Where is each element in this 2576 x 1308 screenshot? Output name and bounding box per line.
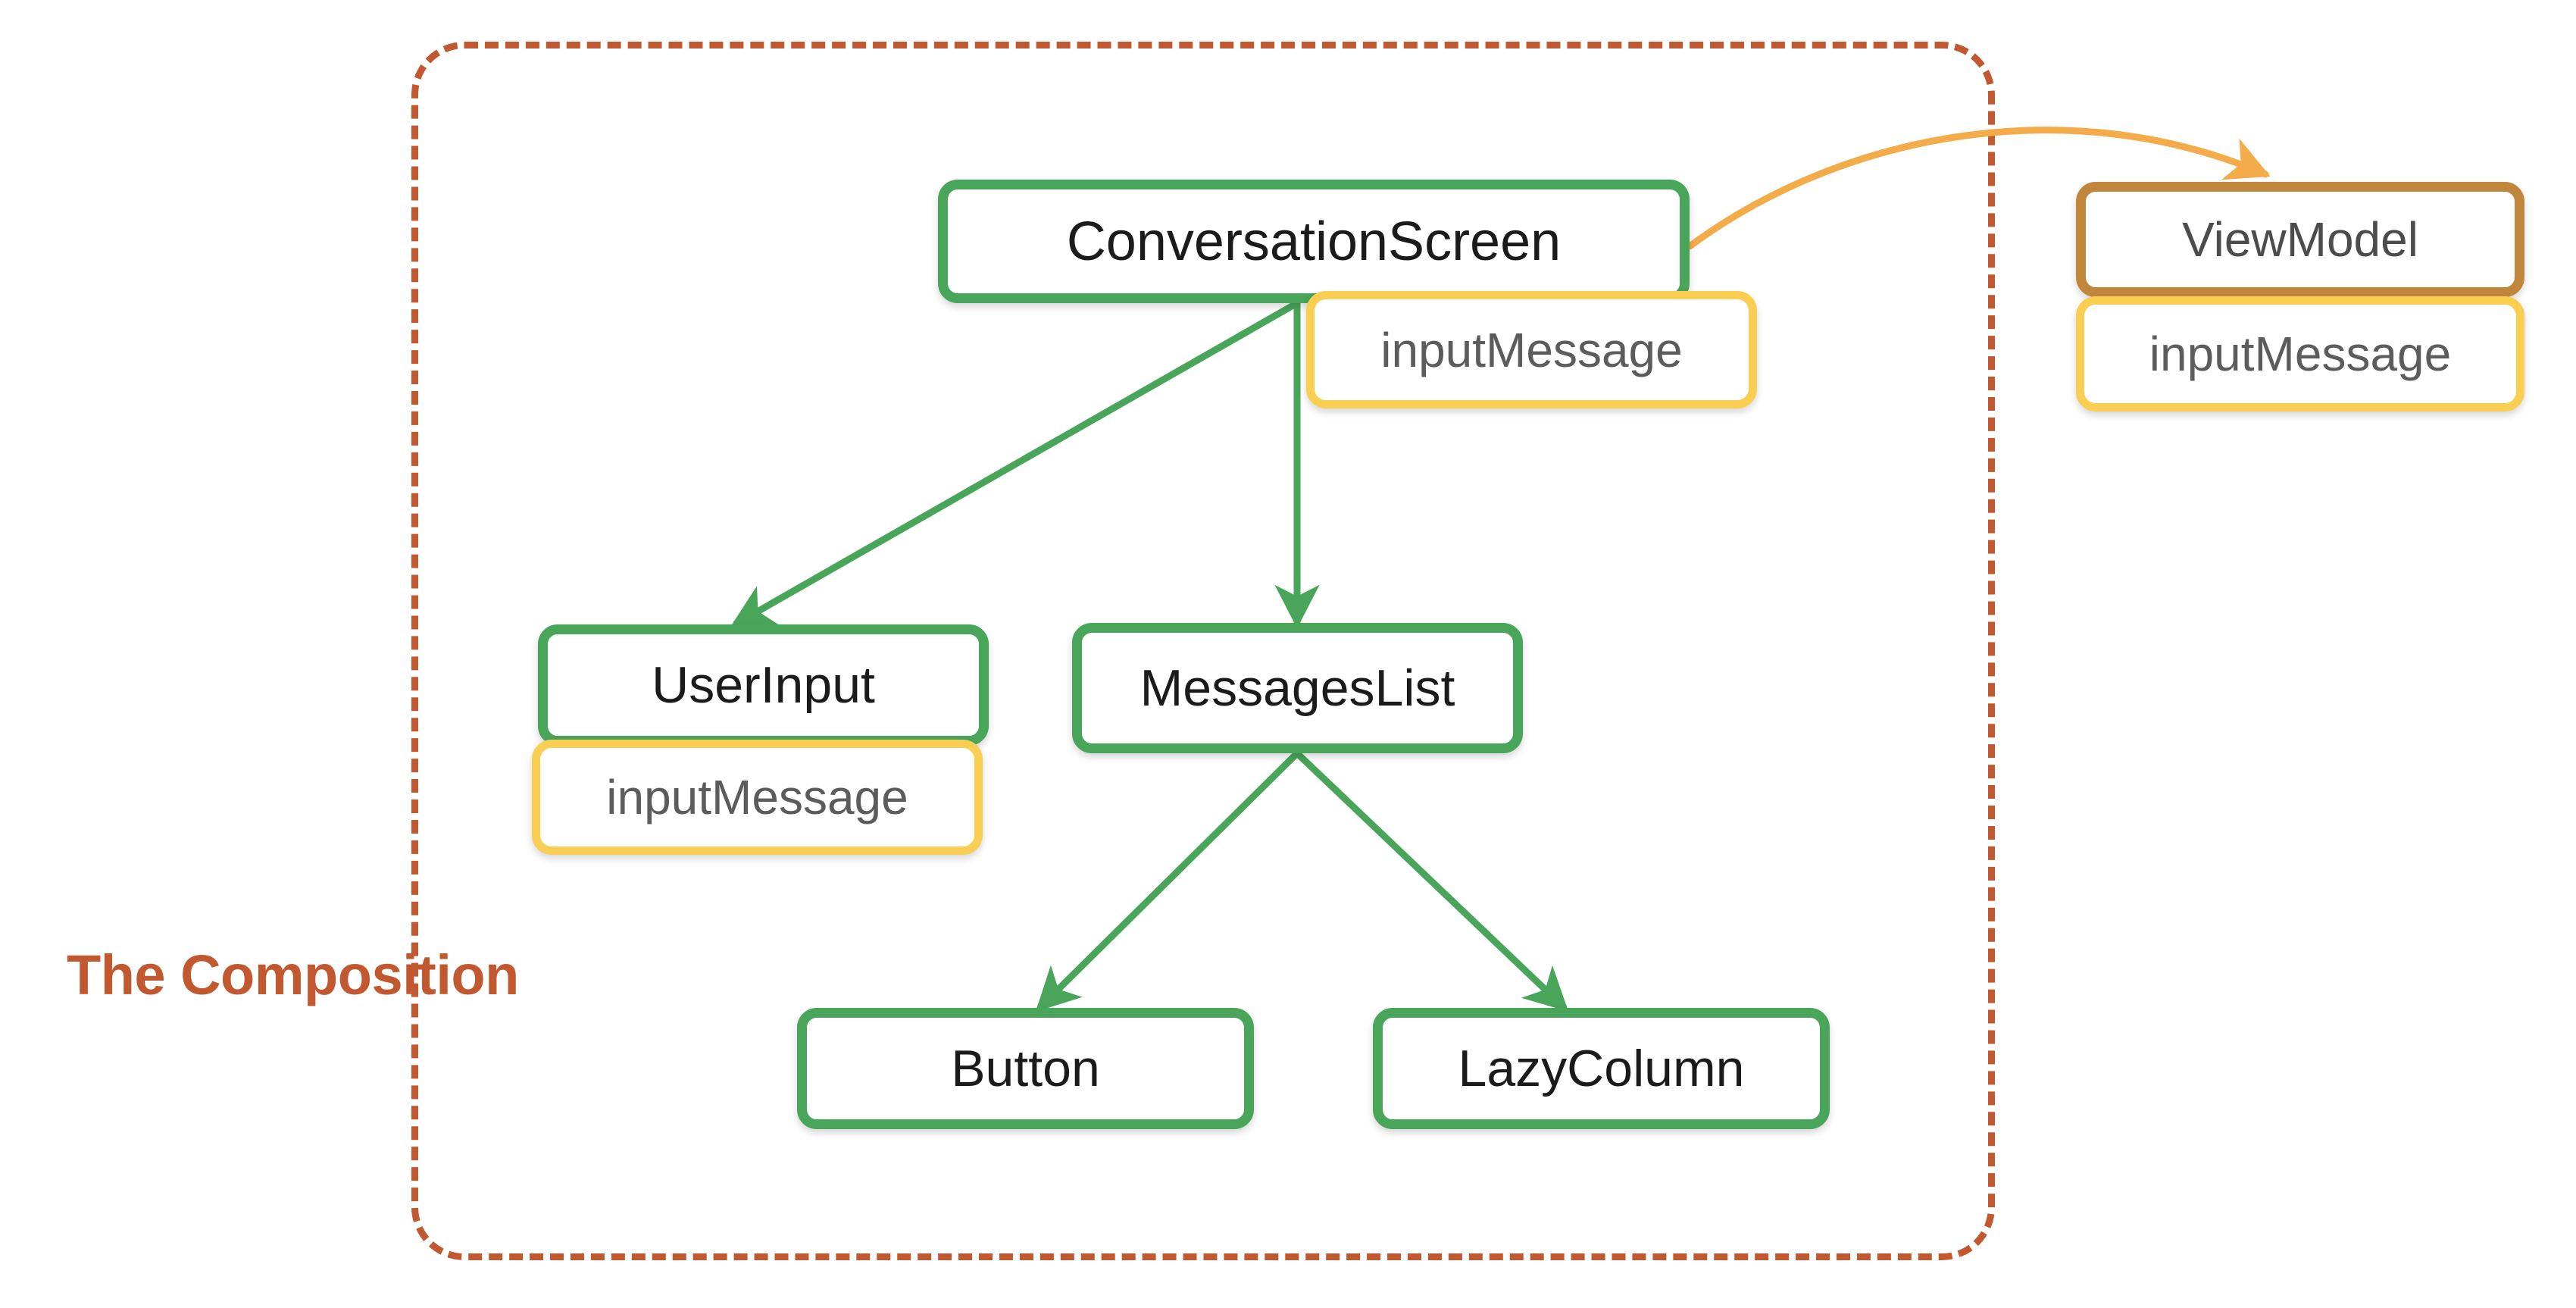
node-conversation-screen-state-label: inputMessage [1380,322,1683,377]
edge-messageslist-to-button [1035,750,1300,1012]
node-view-model-state[interactable]: inputMessage [2076,296,2524,411]
node-view-model-label: ViewModel [2182,212,2418,267]
node-view-model[interactable]: ViewModel [2076,182,2524,297]
edge-messageslist-to-lazycolumn [1294,750,1569,1012]
node-user-input-state[interactable]: inputMessage [532,740,983,855]
node-conversation-screen[interactable]: ConversationScreen [938,180,1690,303]
node-user-input-label: UserInput [652,656,875,714]
node-user-input[interactable]: UserInput [538,624,989,746]
node-conversation-screen-label: ConversationScreen [1066,211,1562,272]
node-lazy-column[interactable]: LazyColumn [1373,1008,1830,1129]
node-lazy-column-label: LazyColumn [1458,1040,1745,1097]
node-button[interactable]: Button [797,1008,1254,1129]
node-messages-list-label: MessagesList [1140,659,1455,717]
node-button-label: Button [951,1040,1100,1097]
node-user-input-state-label: inputMessage [606,770,908,825]
edge-conversationscreen-to-userinput [730,300,1299,627]
node-messages-list[interactable]: MessagesList [1072,623,1523,753]
node-view-model-state-label: inputMessage [2149,327,2452,381]
node-conversation-screen-state[interactable]: inputMessage [1306,291,1757,408]
composition-caption: The Composition [67,943,519,1006]
